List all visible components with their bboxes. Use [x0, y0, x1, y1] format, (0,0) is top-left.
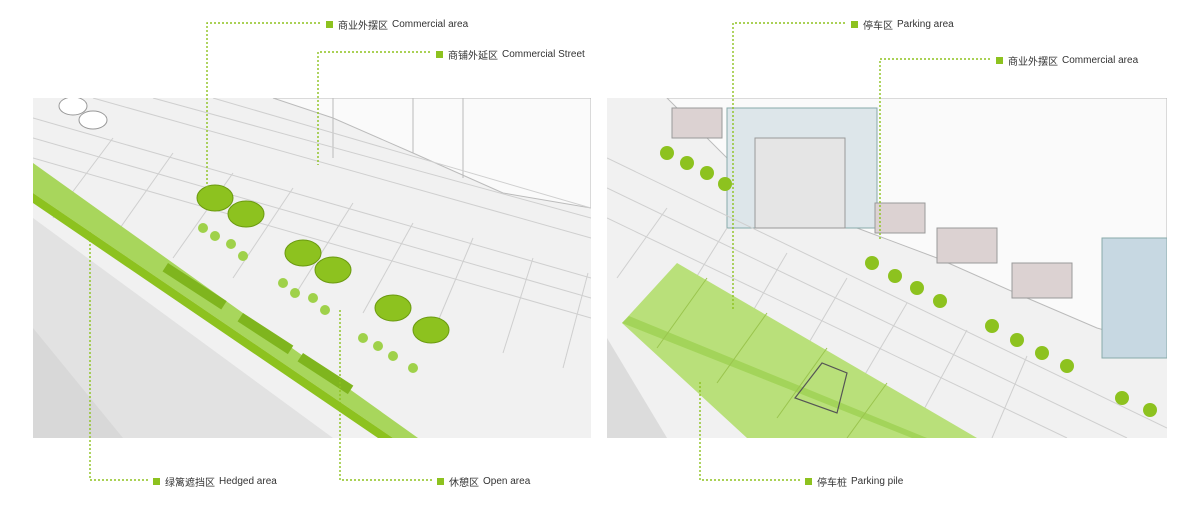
legend-square-icon [153, 478, 160, 485]
label-cn: 休憩区 [449, 478, 479, 489]
label-cn: 商业外摆区 [1008, 57, 1058, 68]
label-hedged-area: 绿篱遮挡区 Hedged area [153, 474, 277, 489]
label-en: Commercial area [1062, 55, 1139, 66]
legend-square-icon [851, 21, 858, 28]
legend-square-icon [326, 21, 333, 28]
label-parking-area: 停车区 Parking area [851, 17, 954, 32]
legend-square-icon [996, 57, 1003, 64]
label-cn: 停车区 [863, 21, 893, 32]
label-commercial-area-right: 商业外摆区 Commercial area [996, 53, 1138, 68]
left-street-illustration [33, 98, 591, 438]
label-cn: 商铺外延区 [448, 51, 498, 62]
right-street-illustration [607, 98, 1167, 438]
label-parking-pile: 停车桩 Parking pile [805, 474, 903, 489]
legend-square-icon [805, 478, 812, 485]
label-cn: 停车桩 [817, 478, 847, 489]
label-commercial-area-left: 商业外摆区 Commercial area [326, 17, 468, 32]
label-open-area: 休憩区 Open area [437, 474, 530, 489]
label-commercial-street: 商铺外延区 Commercial Street [436, 47, 585, 62]
label-en: Hedged area [219, 476, 277, 487]
label-cn: 商业外摆区 [338, 21, 388, 32]
label-en: Parking area [897, 19, 954, 30]
label-en: Commercial area [392, 19, 469, 30]
label-en: Commercial Street [502, 49, 585, 60]
right-street-drawing [607, 98, 1167, 438]
label-en: Open area [483, 476, 531, 487]
label-en: Parking pile [851, 476, 904, 487]
legend-square-icon [436, 51, 443, 58]
label-cn: 绿篱遮挡区 [165, 478, 215, 489]
left-street-drawing [33, 98, 591, 438]
legend-square-icon [437, 478, 444, 485]
